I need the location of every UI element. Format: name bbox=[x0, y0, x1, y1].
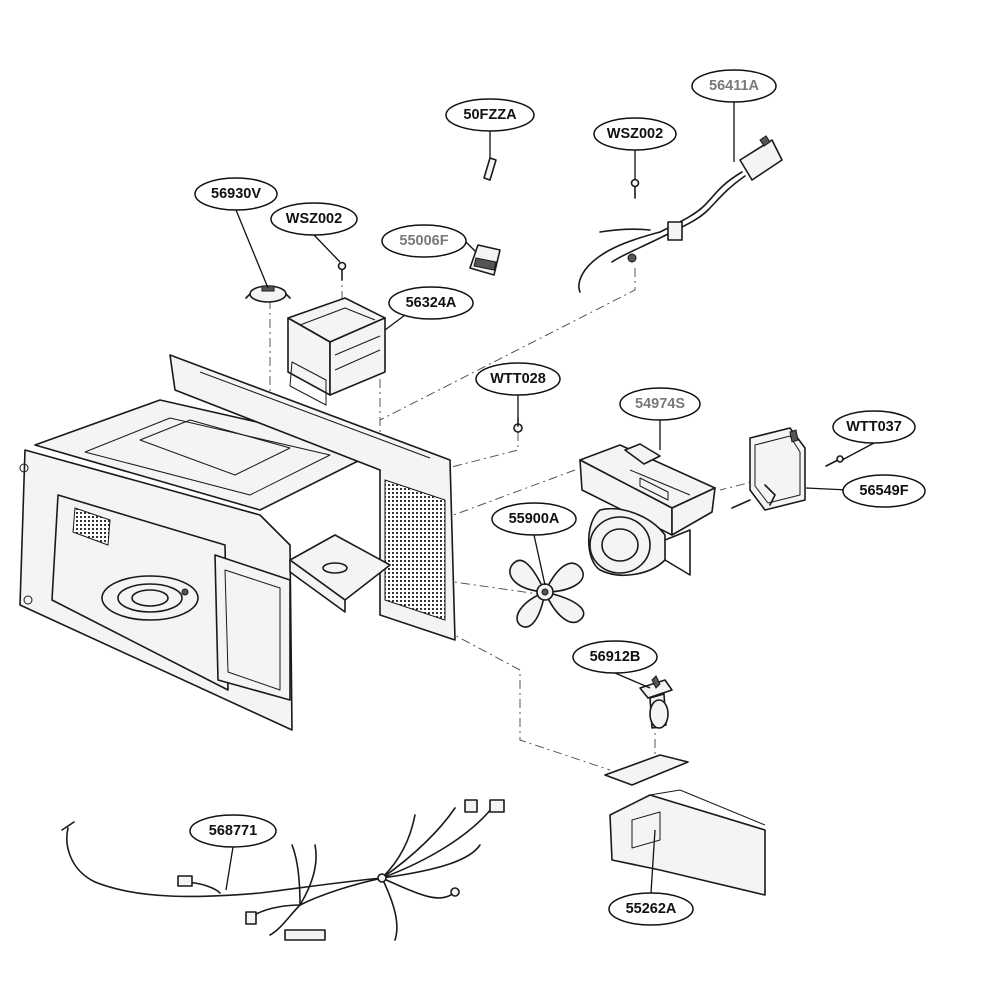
magnetron-56324a bbox=[287, 297, 386, 406]
svg-text:56549F: 56549F bbox=[859, 483, 908, 499]
svg-text:56324A: 56324A bbox=[406, 295, 457, 311]
callout-wsz002-cord: WSZ002 bbox=[593, 117, 677, 151]
svg-text:56930V: 56930V bbox=[211, 186, 261, 202]
svg-text:WSZ002: WSZ002 bbox=[286, 211, 342, 227]
svg-text:568771: 568771 bbox=[209, 823, 257, 839]
callout-55900a: 55900A bbox=[491, 502, 577, 536]
svg-text:WSZ002: WSZ002 bbox=[607, 126, 663, 142]
fan-bracket-54974s bbox=[579, 443, 716, 576]
screw-wsz002-cord bbox=[630, 178, 640, 199]
svg-text:50FZZA: 50FZZA bbox=[463, 107, 517, 123]
callout-56411a: 56411A bbox=[691, 69, 777, 103]
lamp-56912b bbox=[639, 675, 673, 729]
capacitor-56549f bbox=[731, 427, 806, 511]
air-guide-55262a bbox=[604, 754, 766, 896]
svg-text:WTT037: WTT037 bbox=[846, 419, 902, 435]
thermostat-56930v bbox=[245, 285, 291, 303]
wire-harness-568771 bbox=[61, 799, 505, 941]
screw-wtt028 bbox=[513, 417, 523, 433]
callout-wsz002-magnetron: WSZ002 bbox=[270, 202, 358, 236]
svg-text:56912B: 56912B bbox=[590, 649, 641, 665]
callout-wtt037: WTT037 bbox=[832, 410, 916, 444]
fuse-50fzza bbox=[483, 157, 497, 181]
svg-text:56411A: 56411A bbox=[709, 78, 760, 94]
callout-54974s: 54974S bbox=[619, 387, 701, 421]
power-cord-56411a bbox=[578, 135, 783, 293]
fan-blade-55900a bbox=[509, 559, 585, 628]
svg-text:WTT028: WTT028 bbox=[490, 371, 546, 387]
svg-text:55262A: 55262A bbox=[626, 901, 677, 917]
callout-50fzza: 50FZZA bbox=[445, 98, 535, 132]
svg-text:55006F: 55006F bbox=[399, 233, 448, 249]
screw-wsz002-magnetron bbox=[337, 261, 347, 281]
callout-568771: 568771 bbox=[189, 814, 277, 848]
callout-56549f: 56549F bbox=[842, 474, 926, 508]
callout-55006f: 55006F bbox=[381, 224, 467, 258]
callout-56930v: 56930V bbox=[194, 177, 278, 211]
fuse-holder-55006f bbox=[469, 244, 501, 276]
svg-text:54974S: 54974S bbox=[635, 396, 685, 412]
svg-text:55900A: 55900A bbox=[509, 511, 560, 527]
oven-cavity-assembly bbox=[19, 354, 456, 731]
callout-wtt028: WTT028 bbox=[475, 362, 561, 396]
screw-wtt037 bbox=[825, 455, 844, 467]
callout-56324a: 56324A bbox=[388, 286, 474, 320]
leader-lines bbox=[225, 102, 875, 894]
callout-55262a: 55262A bbox=[608, 892, 694, 926]
callout-56912b: 56912B bbox=[572, 640, 658, 674]
